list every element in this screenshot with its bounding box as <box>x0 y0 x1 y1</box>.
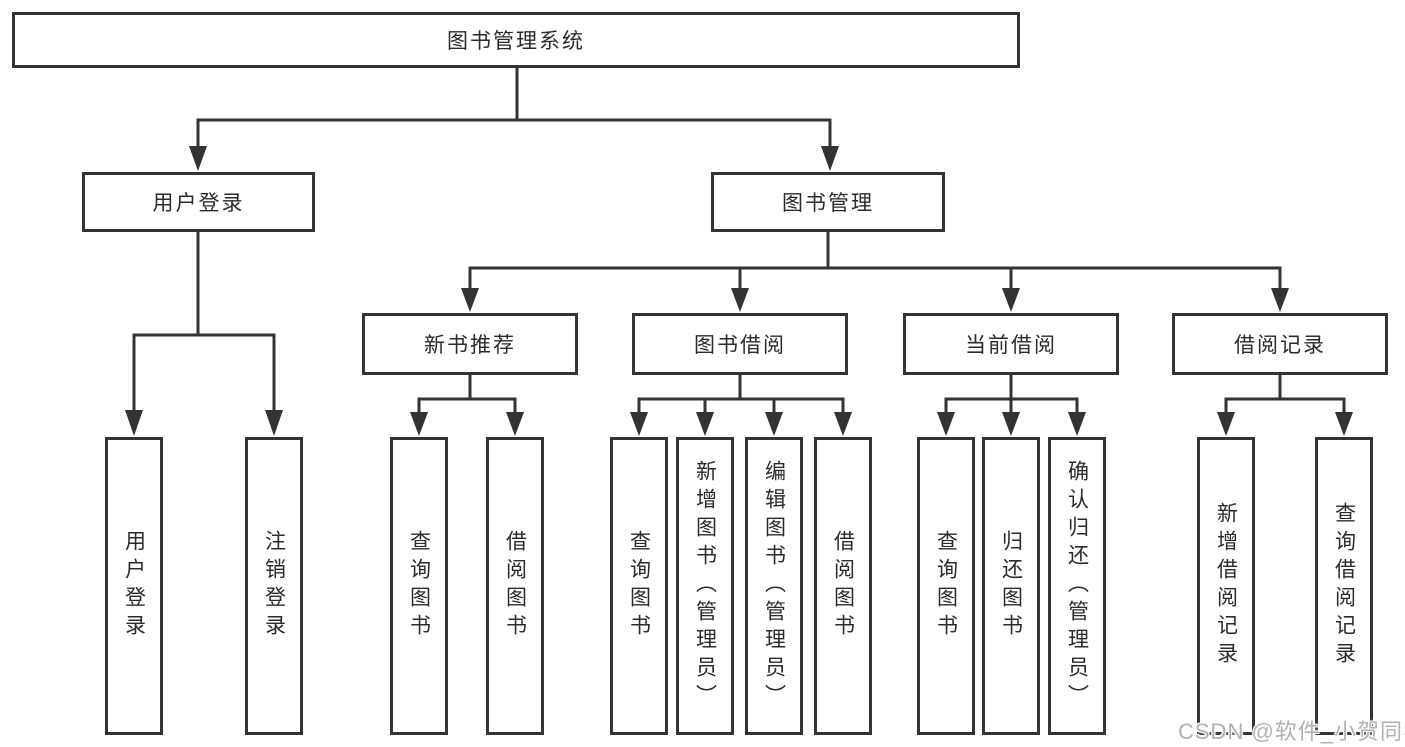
node-label: 用户登录 <box>152 192 245 215</box>
arrowhead-icon <box>1068 412 1086 436</box>
arrowhead-icon <box>1217 412 1235 436</box>
node-label: 借阅记录 <box>1234 334 1326 357</box>
node-label: 新增借阅记录 <box>1214 502 1238 670</box>
node-label: 确认归还（管理员） <box>1065 460 1089 712</box>
arrowhead-icon <box>1335 412 1353 436</box>
arrowhead-icon <box>125 410 143 436</box>
arrowhead-icon <box>821 146 839 171</box>
node-label: 查询图书 <box>407 530 431 642</box>
node-label: 图书管理 <box>782 192 874 215</box>
arrowhead-icon <box>506 412 524 436</box>
node-label: 新增图书（管理员） <box>693 460 717 712</box>
arrowhead-icon <box>189 146 207 171</box>
csdn-watermark: CSDN @软件_小贺同学 <box>1178 719 1405 744</box>
leaf-query-books-recommend: 查询图书 <box>390 437 448 735</box>
arrowhead-icon <box>461 288 479 312</box>
node-book-borrowing: 图书借阅 <box>632 313 848 375</box>
connector-borrow-rec-branch <box>1217 375 1353 436</box>
node-current-borrowing: 当前借阅 <box>903 313 1119 375</box>
arrowhead-icon <box>1002 412 1020 436</box>
leaf-user-login: 用户登录 <box>105 437 163 735</box>
node-label: 归还图书 <box>999 530 1023 642</box>
leaf-borrow-books-borrowing: 借阅图书 <box>814 437 872 735</box>
arrowhead-icon <box>1002 288 1020 312</box>
connector-book-borrow-branch <box>630 375 852 436</box>
node-label: 图书借阅 <box>694 334 786 357</box>
leaf-query-books-current: 查询图书 <box>917 437 975 735</box>
leaf-logout: 注销登录 <box>245 437 303 735</box>
arrowhead-icon <box>834 412 852 436</box>
node-label: 查询图书 <box>934 530 958 642</box>
connector-book-mgmt-branch <box>461 232 1289 312</box>
arrowhead-icon <box>731 288 749 312</box>
leaf-query-books-borrowing: 查询图书 <box>610 437 668 735</box>
leaf-add-books-admin: 新增图书（管理员） <box>676 437 734 735</box>
node-borrow-records: 借阅记录 <box>1172 313 1388 375</box>
leaf-add-borrow-record: 新增借阅记录 <box>1197 437 1255 735</box>
node-book-management: 图书管理 <box>711 172 945 232</box>
arrowhead-icon <box>630 412 648 436</box>
node-label: 编辑图书（管理员） <box>762 460 786 712</box>
connector-cur-borrow-branch <box>937 375 1086 436</box>
connector-root-to-level2 <box>189 68 839 171</box>
leaf-confirm-return-admin: 确认归还（管理员） <box>1048 437 1106 735</box>
node-label: 注销登录 <box>262 530 286 642</box>
leaf-return-books: 归还图书 <box>982 437 1040 735</box>
arrowhead-icon <box>1271 288 1289 312</box>
arrowhead-icon <box>937 412 955 436</box>
arrowhead-icon <box>696 412 714 436</box>
node-new-book-recommend: 新书推荐 <box>362 313 578 375</box>
node-label: 借阅图书 <box>831 530 855 642</box>
arrowhead-icon <box>410 412 428 436</box>
node-label: 用户登录 <box>122 530 146 642</box>
arrowhead-icon <box>765 412 783 436</box>
node-label: 图书管理系统 <box>447 30 585 53</box>
node-user-login: 用户登录 <box>82 172 315 232</box>
leaf-query-borrow-record: 查询借阅记录 <box>1315 437 1373 735</box>
arrowhead-icon <box>265 410 283 436</box>
node-label: 查询借阅记录 <box>1332 502 1356 670</box>
node-label: 新书推荐 <box>424 334 516 357</box>
node-label: 借阅图书 <box>503 530 527 642</box>
leaf-edit-books-admin: 编辑图书（管理员） <box>745 437 803 735</box>
leaf-borrow-books-recommend: 借阅图书 <box>486 437 544 735</box>
connector-new-rec-branch <box>410 375 524 436</box>
connector-user-login-branch <box>125 232 283 436</box>
node-label: 查询图书 <box>627 530 651 642</box>
node-root-system: 图书管理系统 <box>12 12 1020 68</box>
node-label: 当前借阅 <box>965 334 1057 357</box>
